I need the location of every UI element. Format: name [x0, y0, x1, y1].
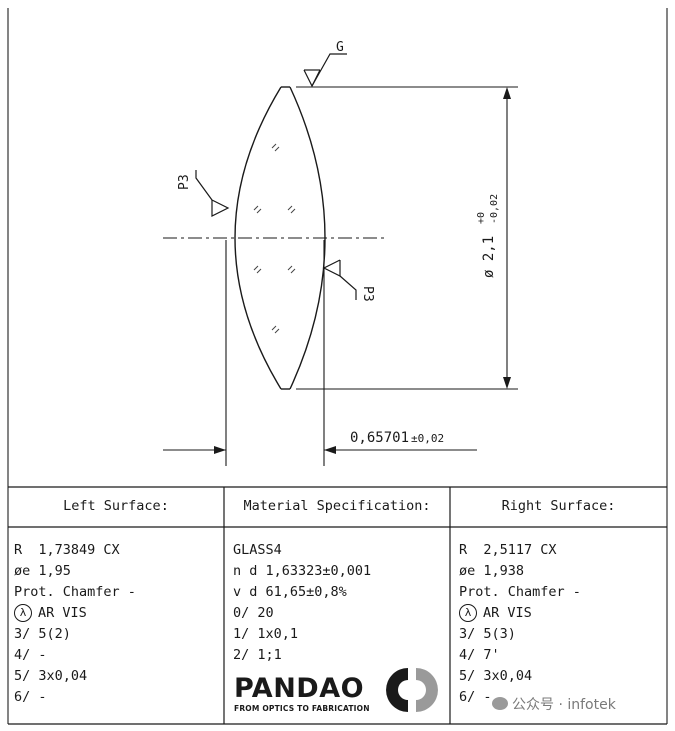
right-spec-5: 5/ 3x0,04 [459, 668, 533, 684]
left-radius: R 1,73849 CX [14, 542, 120, 558]
pandao-logo: PANDAO FROM OPTICS TO FABRICATION [234, 674, 370, 714]
spec-table-grid [8, 486, 667, 725]
right-surface-header: Right Surface: [501, 498, 616, 514]
material-spec-header: Material Specification: [243, 498, 431, 514]
logo-tagline: FROM OPTICS TO FABRICATION [234, 704, 370, 713]
thickness-dimension [163, 240, 477, 466]
coating-lambda-icon: λ [14, 604, 32, 622]
right-chamfer: Prot. Chamfer - [459, 584, 581, 600]
material-index: n d 1,63323±0,001 [233, 563, 372, 579]
right-spec-6: 6/ - [459, 689, 492, 705]
surface-finish-symbol-left [195, 170, 230, 217]
left-clear-aperture: øe 1,95 [14, 563, 71, 579]
surface-label-left: P3 [177, 174, 192, 190]
right-spec-3: 3/ 5(3) [459, 626, 516, 642]
lens-left-surface [234, 86, 282, 390]
logo-wordmark: PANDAO [234, 673, 365, 704]
material-spec-2: 2/ 1;1 [233, 647, 282, 663]
surface-finish-symbol-top [303, 53, 347, 88]
surface-label-top: G [336, 40, 344, 55]
material-specs: GLASS4 n d 1,63323±0,001 v d 61,65±0,8% … [233, 540, 371, 666]
diameter-tolerance-lower: -0,02 [489, 194, 500, 224]
diameter-tolerance-upper: +0 [476, 212, 487, 224]
material-spec-0: 0/ 20 [233, 605, 274, 621]
right-radius: R 2,5117 CX [459, 542, 557, 558]
right-clear-aperture: øe 1,938 [459, 563, 525, 579]
left-chamfer: Prot. Chamfer - [14, 584, 136, 600]
material-glass: GLASS4 [233, 542, 282, 558]
left-spec-3: 3/ 5(2) [14, 626, 71, 642]
diameter-dimension [296, 86, 518, 390]
coating-lambda-icon: λ [459, 604, 477, 622]
watermark-text: 公众号 · infotek [512, 697, 616, 713]
diameter-label: ø 2,1 +0 -0,02 [476, 194, 500, 278]
material-spec-1: 1/ 1x0,1 [233, 626, 299, 642]
diameter-value: ø 2,1 [481, 236, 497, 278]
pandao-logo-mark [386, 667, 438, 713]
surface-label-right: P3 [360, 286, 375, 302]
right-spec-4: 4/ 7' [459, 647, 500, 663]
watermark: 公众号 · infotek [492, 694, 616, 714]
surface-finish-symbol-right [322, 259, 357, 300]
left-spec-4: 4/ - [14, 647, 47, 663]
thickness-value: 0,65701±0,02 [350, 430, 444, 446]
left-surface-header: Left Surface: [63, 498, 169, 514]
wechat-icon [492, 697, 508, 710]
left-spec-5: 5/ 3x0,04 [14, 668, 88, 684]
glass-hatching [253, 143, 296, 334]
material-abbe: v d 61,65±0,8% [233, 584, 347, 600]
left-spec-6: 6/ - [14, 689, 47, 705]
